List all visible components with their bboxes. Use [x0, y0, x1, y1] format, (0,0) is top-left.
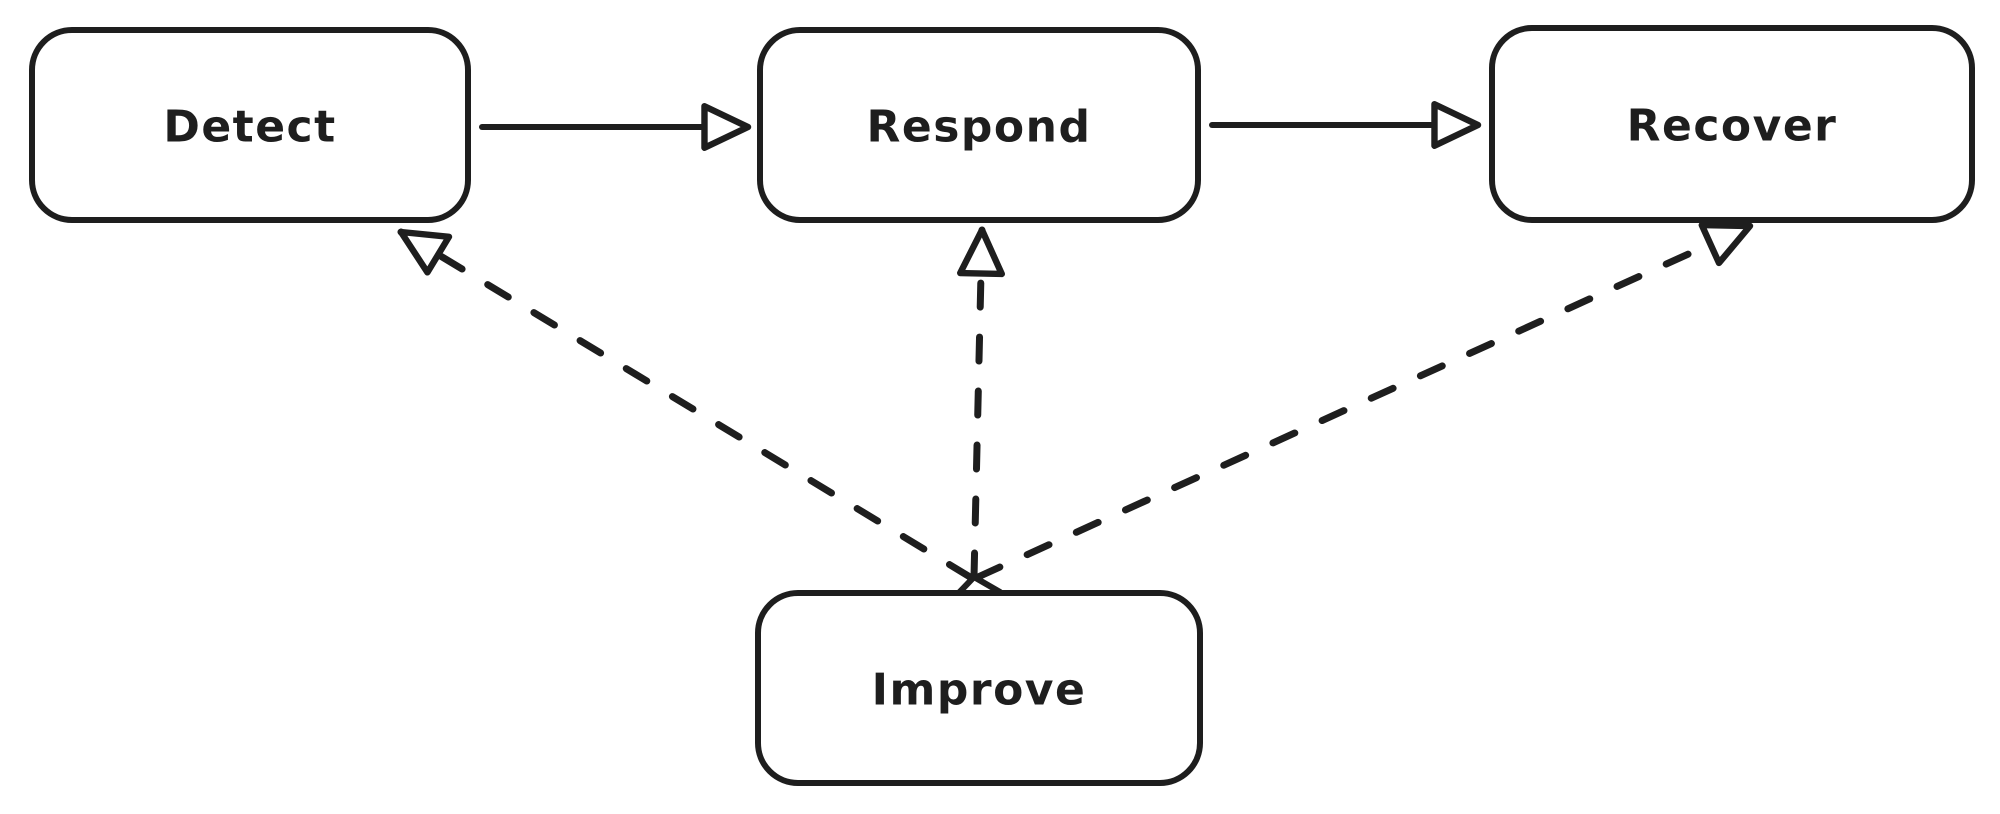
dashed-arrow-improve-respond [957, 226, 1005, 581]
node-respond-label: Respond [867, 102, 1092, 153]
node-respond: Respond [757, 27, 1201, 223]
node-improve-label: Improve [872, 665, 1087, 716]
dashed-arrow-improve-recover [974, 221, 1754, 581]
node-detect-label: Detect [163, 102, 336, 153]
edge-improve-to-respond [957, 226, 1005, 581]
node-recover: Recover [1489, 25, 1975, 223]
dashed-arrow-improve-detect [397, 228, 974, 581]
node-detect: Detect [29, 27, 471, 223]
node-improve-box [755, 590, 1203, 786]
node-recover-box [1489, 25, 1975, 223]
node-improve: Improve [755, 590, 1203, 786]
edge-improve-to-recover [974, 221, 1754, 581]
node-detect-box [29, 27, 471, 223]
node-recover-label: Recover [1627, 101, 1838, 152]
node-respond-box [757, 27, 1201, 223]
edge-improve-to-detect [397, 228, 974, 581]
